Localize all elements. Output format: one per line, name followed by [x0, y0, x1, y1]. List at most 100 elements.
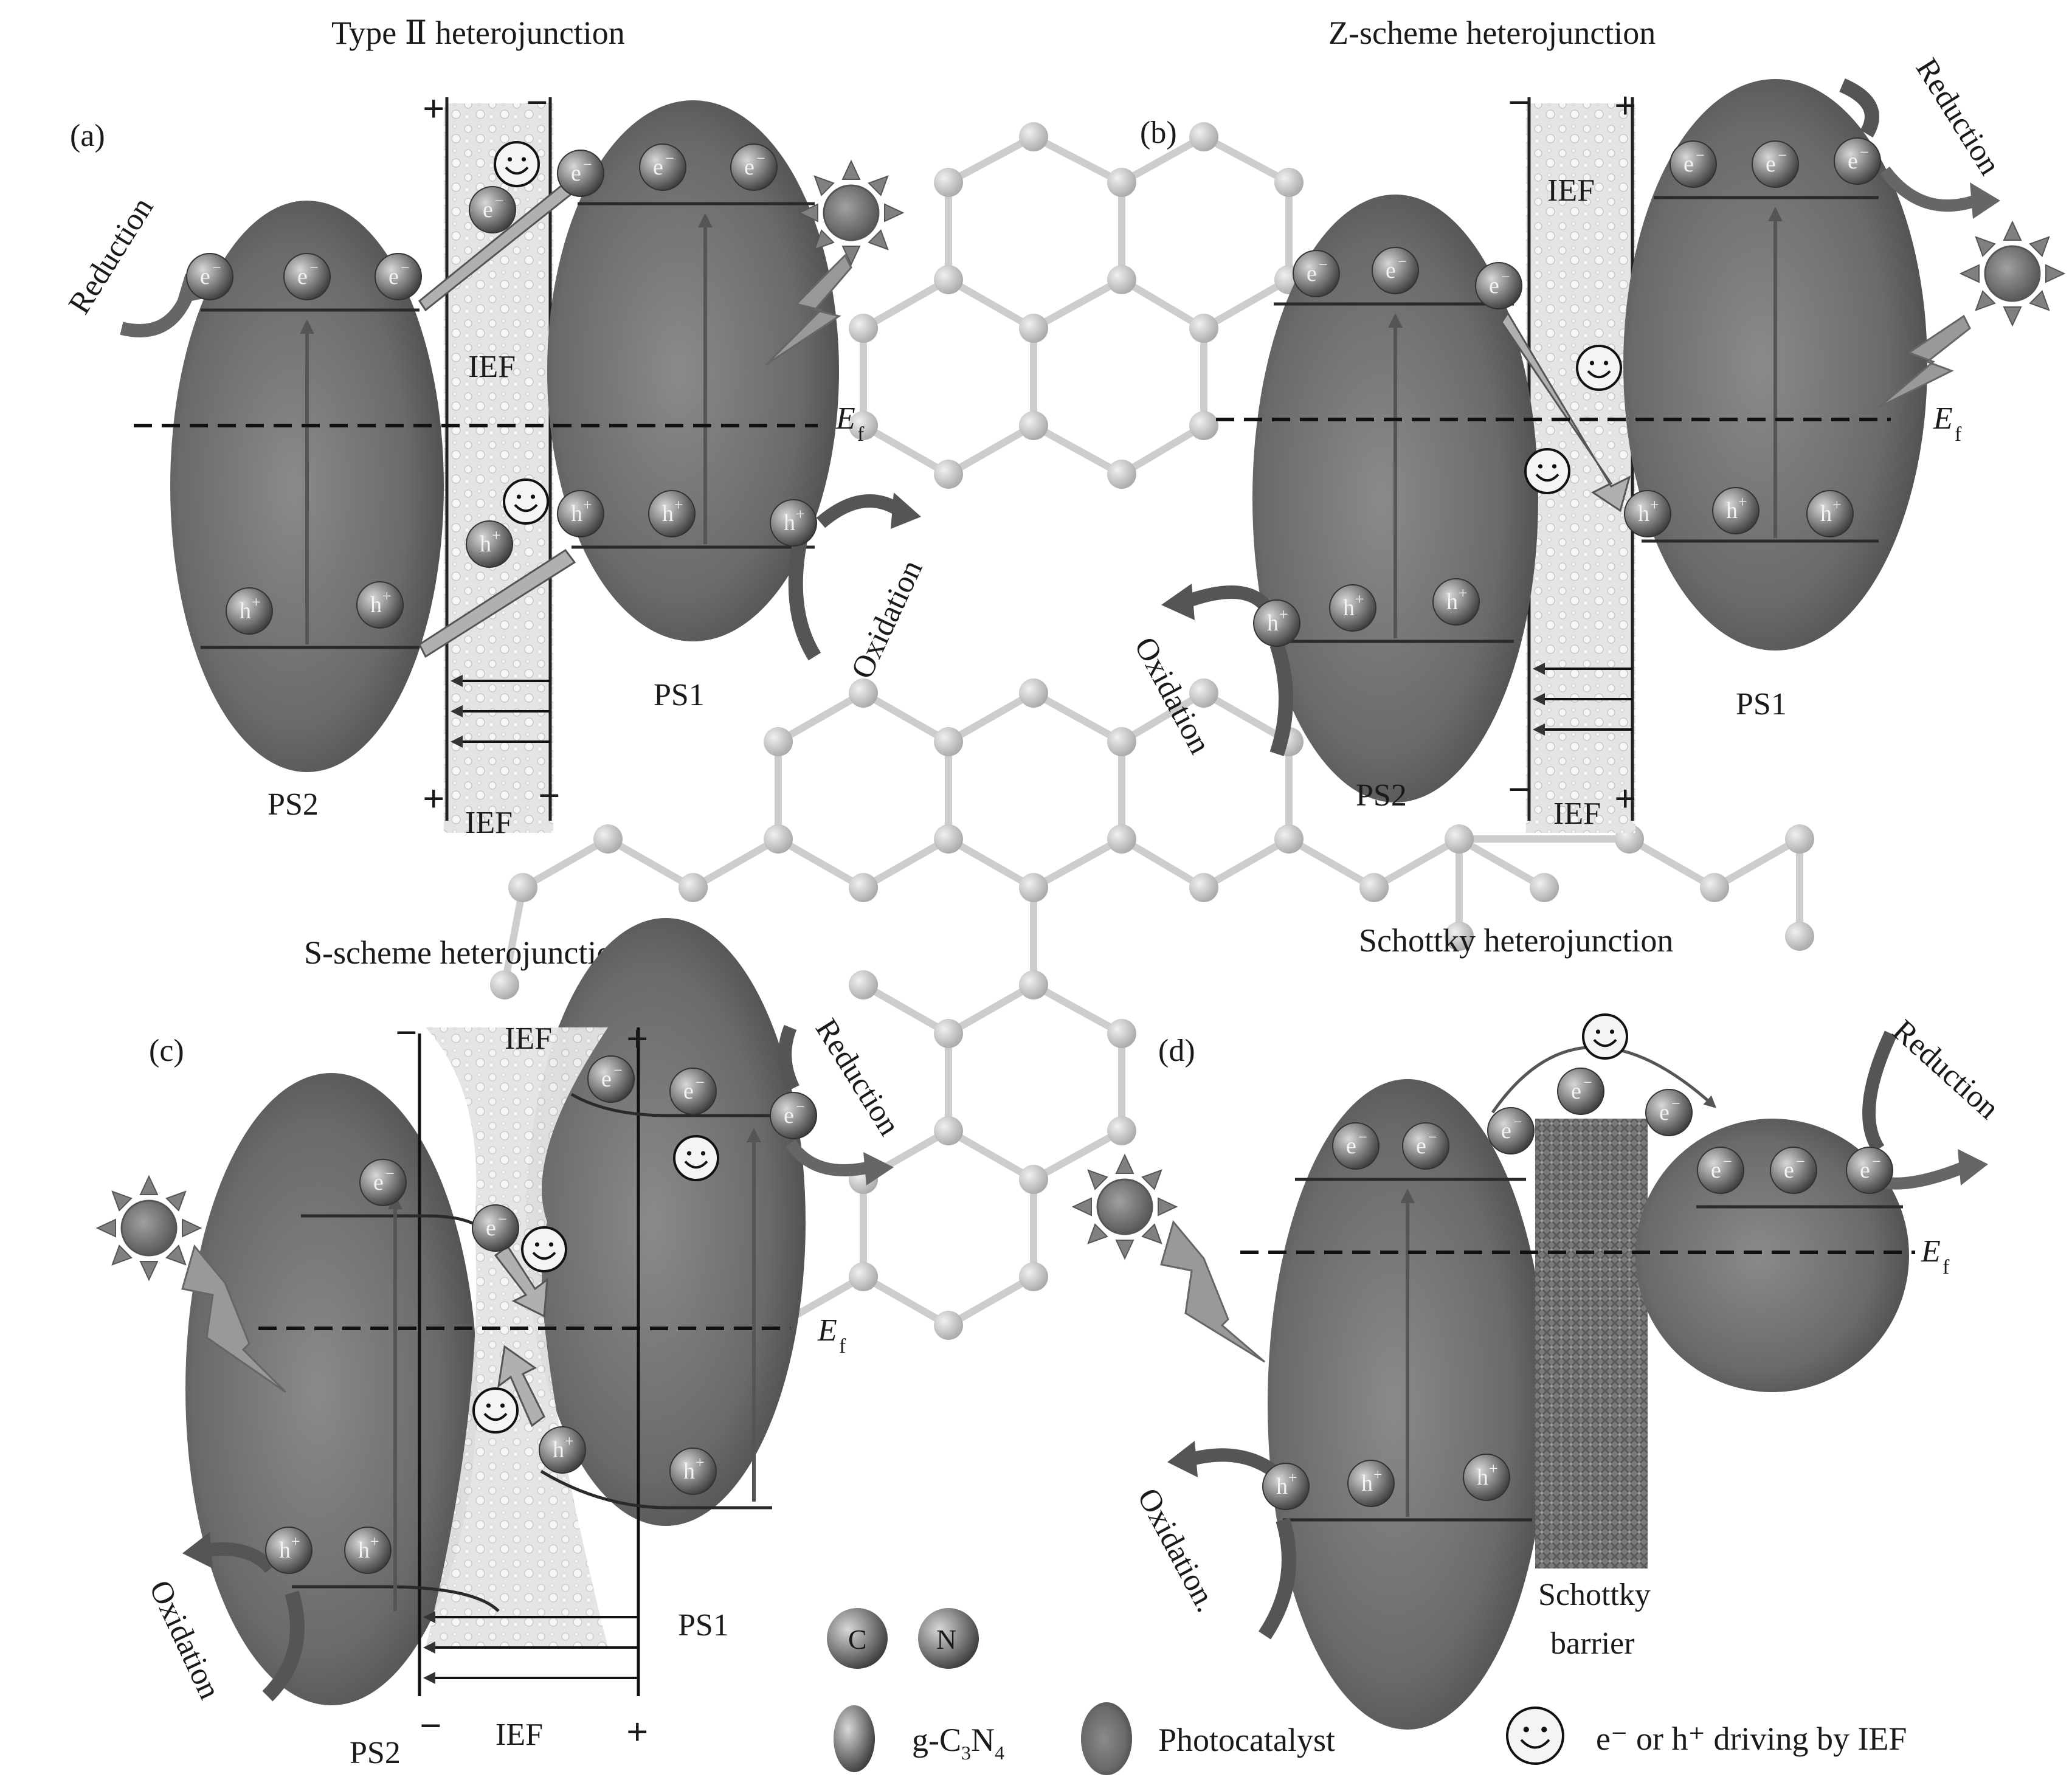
carrier-ball [1332, 1122, 1380, 1170]
oxidation-label: Oxidation [844, 554, 930, 684]
lattice-atom [1107, 727, 1136, 756]
panel-c-title: S-scheme heterojunction [304, 934, 629, 971]
hole: h+ [1624, 490, 1671, 537]
charge-superscript: − [212, 259, 221, 277]
sun-ray [1087, 1223, 1108, 1244]
hole-symbol: h [1726, 498, 1738, 523]
lattice-bond [1202, 276, 1291, 332]
electron: e− [730, 143, 778, 191]
panel-a-letter: (a) [70, 119, 105, 153]
ps1-label: PS1 [654, 678, 705, 713]
lattice-bond [947, 689, 1035, 745]
charge-superscript: + [1489, 1460, 1498, 1477]
smiley-eye [521, 157, 527, 162]
fermi-subscript: f [839, 1335, 846, 1358]
minus-sign: − [526, 81, 548, 124]
electron-symbol: e [1659, 1100, 1670, 1125]
carrier-ball [587, 1055, 635, 1103]
curved-arrow-icon [1269, 642, 1293, 756]
legend-carbon-label: C [848, 1624, 867, 1655]
electron: e− [587, 1055, 635, 1103]
sun-ray [1959, 264, 1980, 283]
electron-symbol: e [1346, 1133, 1356, 1159]
lattice-atom [1107, 460, 1136, 489]
electron-symbol: e [1784, 1158, 1794, 1183]
charge-superscript: + [696, 1454, 705, 1471]
sun-icon [1071, 1153, 1178, 1260]
charge-superscript: + [492, 526, 501, 544]
sun-ray [841, 159, 861, 180]
smiley-face [1506, 1706, 1564, 1765]
lattice-bond [1202, 133, 1291, 186]
electron-symbol: e [1766, 151, 1776, 177]
carrier-ball [1670, 140, 1717, 188]
sun-ray [2029, 290, 2050, 311]
panel-c-letter: (c) [149, 1034, 184, 1068]
carrier-ball [472, 1204, 519, 1252]
lattice-atom [1019, 678, 1048, 708]
smiley-eye [1541, 1727, 1547, 1733]
smiley-eye [530, 494, 536, 499]
electron: e− [1475, 262, 1522, 309]
electron: e− [1372, 247, 1419, 294]
hole-symbol: h [1446, 589, 1458, 615]
hole: h+ [344, 1527, 392, 1574]
hole: h+ [1432, 578, 1480, 626]
electron: e− [472, 1204, 519, 1252]
hole: h+ [1253, 599, 1300, 647]
sun-ray [111, 1190, 133, 1212]
charge-superscript: + [382, 587, 392, 605]
minus-sign: − [395, 1011, 417, 1054]
sun-disc [120, 1199, 178, 1257]
charge-superscript: − [1872, 1153, 1881, 1170]
lattice-bond [1032, 276, 1124, 332]
smiley-mouth [1593, 1038, 1617, 1047]
hole: h+ [648, 490, 696, 537]
legend: C N g-C3N4 Photocatalyst e⁻ or h⁺ drivin… [827, 1608, 1907, 1775]
lattice-atom [764, 727, 793, 756]
sun-icon [1959, 220, 2066, 327]
smiley-eye [507, 157, 513, 162]
electron: e− [1697, 1147, 1744, 1194]
arrowhead [1167, 1441, 1198, 1477]
barrier-label-line2: barrier [1550, 1626, 1635, 1661]
legend-nitrogen-atom [918, 1608, 979, 1669]
electron-symbol: e [486, 1215, 496, 1241]
lattice-bond [947, 422, 1035, 478]
lattice-atom [1019, 1165, 1048, 1194]
lattice-bond [1119, 276, 1206, 332]
carrier-ball [1806, 490, 1854, 537]
smiley-eye [1595, 1029, 1601, 1034]
lattice-bond [1119, 835, 1206, 891]
charge-superscript: − [309, 259, 319, 277]
ief-label: IEF [1553, 796, 1601, 831]
lattice-bond [862, 981, 950, 1037]
plus-sign: + [423, 777, 444, 820]
carrier-ball [639, 143, 686, 191]
sun-ray [1141, 1223, 1162, 1244]
lattice-atom [1019, 411, 1048, 440]
lattice-bond [776, 835, 865, 891]
lattice-bond [947, 133, 1035, 186]
hole: h+ [1806, 490, 1854, 537]
ps2-label: PS2 [350, 1736, 401, 1770]
lattice-bond [947, 835, 1035, 891]
electron-symbol: e [1684, 151, 1694, 177]
panel-b-letter: (b) [1140, 116, 1177, 150]
hole: h+ [265, 1527, 313, 1574]
lattice-bond [1032, 981, 1124, 1037]
sun-ray [884, 203, 905, 223]
carrier-ball [669, 1068, 717, 1115]
curved-arrow-icon [262, 1590, 305, 1702]
charge-superscript: − [1358, 1128, 1367, 1146]
smiley-face [521, 1226, 567, 1272]
panel-b-title: Z-scheme heterojunction [1328, 15, 1656, 51]
carrier-ball [466, 520, 513, 568]
carrier-ball [1624, 490, 1671, 537]
lattice-atom [934, 727, 963, 756]
smiley-eye [700, 1151, 706, 1156]
lattice-bond [1287, 835, 1376, 891]
carrier-ball [648, 490, 696, 537]
hole: h+ [1463, 1454, 1510, 1501]
smiley-icon [494, 141, 540, 187]
